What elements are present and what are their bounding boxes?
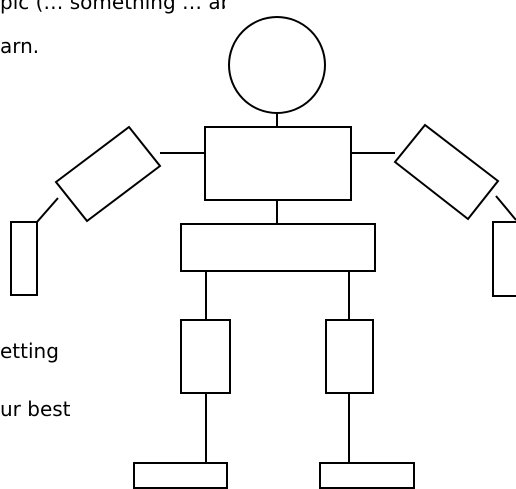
right-foot: [319, 462, 415, 489]
text-fragment-etting: etting: [0, 339, 59, 363]
hips: [180, 223, 376, 272]
text-fragment-best: ur best: [0, 397, 71, 421]
right-upper-arm: [393, 123, 500, 221]
left-leg: [180, 319, 231, 394]
right-forearm: [492, 221, 516, 297]
text-fragment-arn: arn.: [0, 34, 40, 58]
right-leg: [325, 319, 374, 394]
cropped-top-line: pic (… something … about) …: [0, 0, 225, 14]
torso: [204, 126, 352, 201]
right-elbow-connector: [495, 195, 516, 221]
left-upper-arm: [54, 125, 162, 223]
left-elbow-connector: [36, 197, 59, 223]
left-forearm: [10, 221, 38, 296]
left-foot: [133, 462, 228, 489]
head: [228, 16, 326, 114]
